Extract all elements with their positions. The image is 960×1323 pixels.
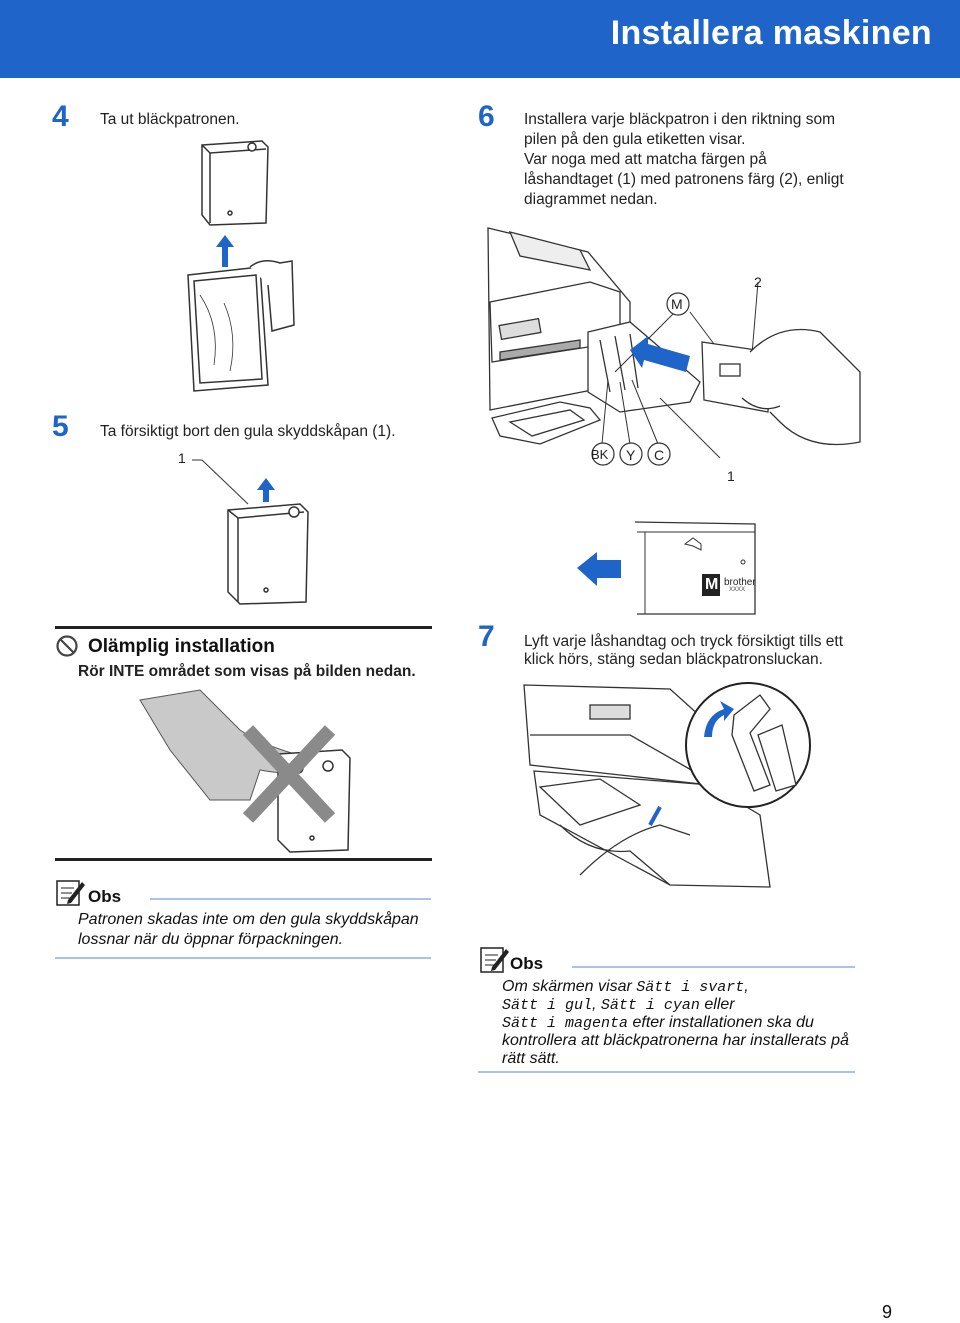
- warning-title: Olämplig installation: [88, 636, 275, 657]
- up-arrow-icon: [257, 478, 275, 502]
- step-7-number: 7: [478, 620, 495, 653]
- callout-1b: 1: [727, 468, 735, 484]
- note-left-line-1: Patronen skadas inte om den gula skyddsk…: [78, 911, 419, 928]
- callout-y: Y: [626, 447, 636, 463]
- step-6-line-2: pilen på den gula etiketten visar.: [524, 131, 746, 148]
- step-6-line-3: Var noga med att matcha färgen på: [524, 151, 767, 168]
- up-arrow-icon: [216, 235, 234, 267]
- warning-body: Rör INTE området som visas på bilden ned…: [78, 663, 416, 680]
- page-title: Installera maskinen: [610, 14, 932, 52]
- note-right-line-3: Sätt i magenta efter installationen ska …: [502, 1014, 814, 1032]
- warning-bottom-rule: [55, 858, 432, 861]
- note-right-bottom-rule: [478, 1071, 855, 1073]
- cap-removal-illustration: [192, 459, 309, 605]
- warning-top-rule: [55, 626, 432, 629]
- note-right-line-5: rätt sätt.: [502, 1050, 560, 1067]
- step-6-number: 6: [478, 100, 495, 133]
- note-right-top-rule: [572, 966, 855, 968]
- callout-bk: BK: [591, 447, 609, 462]
- step-5-number: 5: [52, 410, 69, 443]
- note-left-bottom-rule: [55, 957, 431, 959]
- prohibited-icon: [56, 635, 78, 657]
- note-right-label: Obs: [510, 954, 544, 973]
- cartridge-unpack-illustration: [187, 140, 295, 392]
- step-6-line-4: låshandtaget (1) med patronens färg (2),…: [524, 171, 844, 188]
- step-4-text: Ta ut bläckpatronen.: [100, 111, 240, 128]
- printer-install-illustration: [487, 227, 861, 466]
- step-6-line-5: diagrammet nedan.: [524, 191, 658, 208]
- lock-lever-illustration: [523, 682, 811, 888]
- label-brand: brother: [724, 577, 756, 588]
- pencil-note-icon: [480, 947, 509, 973]
- step-4-number: 4: [52, 100, 69, 133]
- note-right-line-1: Om skärmen visar Sätt i svart,: [502, 978, 749, 996]
- curved-arrow-icon: [704, 701, 734, 737]
- callout-m: M: [671, 296, 683, 312]
- step-5-text: Ta försiktigt bort den gula skyddskåpan …: [100, 423, 396, 440]
- cartridge-label-closeup: [577, 521, 756, 615]
- pencil-note-icon: [56, 880, 85, 906]
- page-number: 9: [882, 1302, 893, 1322]
- left-arrow-icon: [577, 552, 621, 586]
- note-left-line-2: lossnar när du öppnar förpackningen.: [78, 931, 344, 948]
- cross-mark-icon: [242, 725, 336, 823]
- step-7-line-1: Lyft varje låshandtag och tryck försikti…: [524, 633, 844, 650]
- note-left-top-rule: [150, 898, 431, 900]
- callout-2: 2: [754, 274, 762, 290]
- note-right-line-4: kontrollera att bläckpatronerna har inst…: [502, 1032, 849, 1049]
- callout-c: C: [654, 447, 665, 463]
- step-7-line-2: klick hörs, stäng sedan bläckpatronsluck…: [524, 651, 823, 668]
- note-right-line-2: Sätt i gul, Sätt i cyan eller: [502, 996, 735, 1014]
- label-code: XXXX: [729, 587, 746, 593]
- callout-1: 1: [178, 450, 186, 466]
- step-6-line-1: Installera varje bläckpatron i den riktn…: [524, 111, 836, 128]
- page-header: [0, 0, 960, 78]
- do-not-touch-illustration: [139, 689, 351, 853]
- insert-arrow-icon: [630, 336, 690, 372]
- label-letter: M: [705, 576, 719, 593]
- note-left-label: Obs: [88, 887, 122, 906]
